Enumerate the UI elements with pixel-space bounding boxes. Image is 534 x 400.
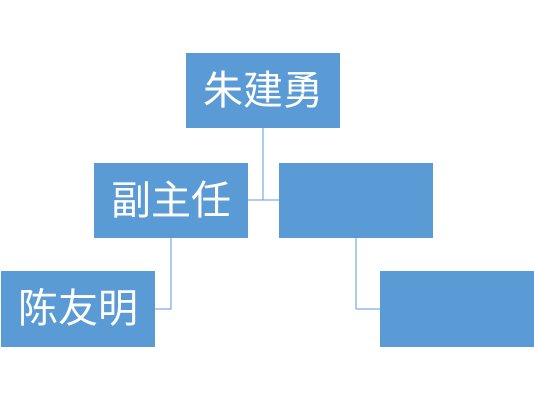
connector-mid-left-to-bottom-left xyxy=(155,238,172,310)
org-node-bottom-left: 陈友明 xyxy=(1,271,155,347)
org-node-bottom-right xyxy=(380,271,534,347)
org-node-mid-left: 副主任 xyxy=(94,163,248,238)
org-node-mid-right xyxy=(279,163,433,238)
org-node-mid-left-label: 副主任 xyxy=(111,177,231,224)
org-node-top-label: 朱建勇 xyxy=(203,67,323,114)
org-node-bottom-left-label: 陈友明 xyxy=(18,286,138,332)
connector-mid-right-to-bottom-right xyxy=(355,238,380,310)
org-node-top: 朱建勇 xyxy=(186,53,340,128)
